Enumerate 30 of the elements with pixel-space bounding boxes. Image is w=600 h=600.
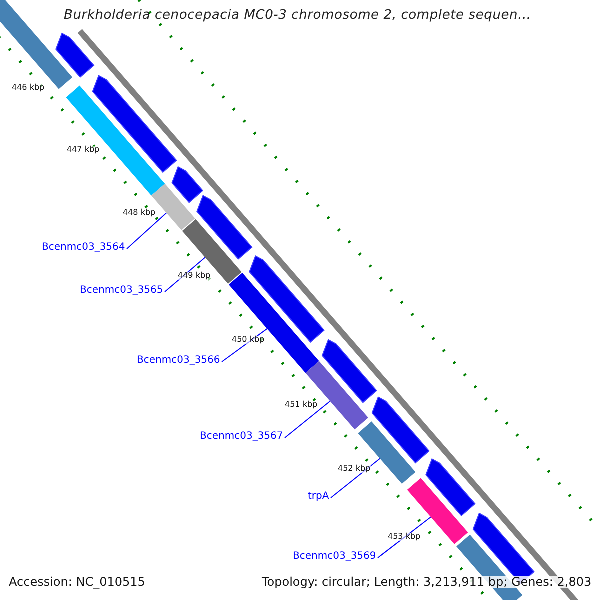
leader-line: [164, 257, 206, 292]
gene-label: Bcenmc03_3566: [137, 356, 220, 366]
leader-line: [378, 516, 432, 558]
scale-label: 453 kbp: [388, 533, 421, 541]
footer-text: Topology: circular; Length: 3,213,911 bp; Genes: 2,803: [262, 576, 592, 588]
scale-label: 449 kbp: [178, 272, 211, 280]
gene-block: [322, 339, 378, 404]
title: Burkholderia cenocepacia MC0-3 chromosome 2, complete sequen...: [64, 9, 532, 22]
gene-block: [249, 255, 325, 343]
gene-label: trpA: [308, 492, 330, 502]
leader-line: [330, 458, 381, 498]
scale-label: 446 kbp: [12, 84, 45, 92]
gene-label: Bcenmc03_3564: [42, 243, 126, 253]
scale-label: 451 kbp: [285, 401, 318, 409]
scale-label: 452 kbp: [338, 465, 371, 473]
leader-line: [284, 400, 331, 438]
gene-label: Bcenmc03_3565: [80, 286, 164, 296]
leader-line: [222, 328, 268, 362]
gene-label: Bcenmc03_3569: [293, 552, 376, 562]
gene-block: [172, 166, 204, 204]
leader-line: [126, 212, 168, 250]
scale-label: 448 kbp: [123, 209, 156, 217]
footer-text: Accession: NC_010515: [9, 576, 146, 588]
scale-label: 450 kbp: [232, 336, 265, 344]
gene-block: [426, 458, 476, 517]
gene-block: [372, 396, 430, 464]
gene-block: [196, 195, 253, 260]
gene-block: [56, 32, 95, 78]
scale-label: 447 kbp: [67, 146, 100, 154]
gene-label: Bcenmc03_3567: [200, 432, 284, 442]
